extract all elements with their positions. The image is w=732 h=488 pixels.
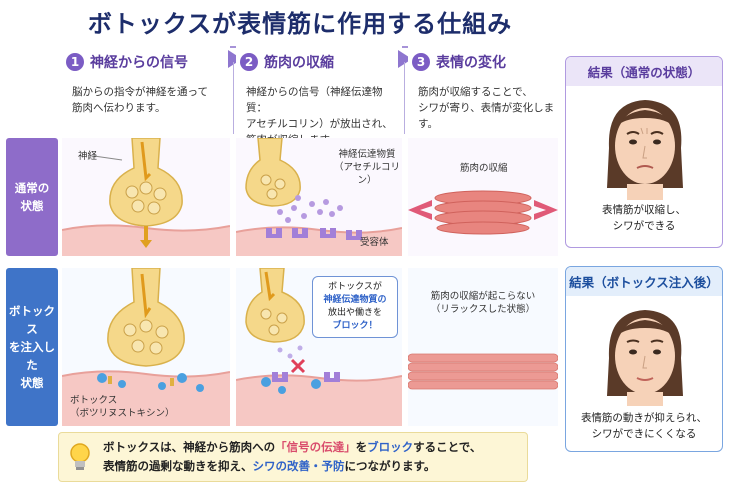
panel-botox-signal: ボトックス （ボツリヌストキシン）: [62, 268, 230, 426]
step-1-desc-2: 筋肉へ伝わります。: [72, 102, 166, 114]
label-receptor: 受容体: [360, 237, 389, 248]
botox-nerve-illustration: [62, 268, 230, 426]
frowning-face-illustration: [606, 100, 683, 200]
callout-line: ボトックスが: [328, 282, 382, 292]
nerve-terminal-illustration: [62, 138, 230, 256]
step-2-number: 2: [240, 53, 258, 71]
summary-text: 表情筋の過剰な動きを抑え、: [103, 459, 253, 473]
result-normal-card: 結果（通常の状態） 表情筋が収縮し、シワができる: [565, 56, 723, 248]
result-botox-card: 結果（ボトックス注入後） 表情筋の動きが抑えられ、シワができにくくなる: [565, 266, 723, 452]
step-3-number: 3: [412, 53, 430, 71]
label-transmitter-line: 神経伝達物質: [338, 149, 396, 160]
label-no-contract: 筋肉の収縮が起こらない （リラックスした状態）: [418, 290, 548, 316]
label-nerve: 神経: [78, 151, 98, 162]
step-1: 1 神経からの信号 脳からの指令が神経を通って筋肉へ伝わります。: [62, 46, 230, 134]
callout-line: 放出や働きを: [327, 308, 382, 318]
summary-text: ボトックスは、神経から筋肉への: [103, 440, 276, 454]
row-label-normal-line: 通常の: [14, 181, 50, 195]
relaxed-muscle-illustration: [408, 353, 558, 390]
result-normal-caption-2: シワができる: [612, 220, 676, 232]
step-1-title: 神経からの信号: [90, 55, 188, 71]
step-3-desc: 筋肉が収縮することで、: [418, 86, 533, 98]
result-botox-caption: 表情筋の動きが抑えられ、: [580, 412, 708, 424]
step-2-title: 筋肉の収縮: [264, 55, 334, 71]
row-label-botox-line: を注入した: [9, 340, 55, 372]
step-1-number: 1: [66, 53, 84, 71]
row-label-botox-line: 状態: [20, 376, 44, 390]
label-botox-line: ボトックス: [70, 395, 118, 406]
relaxed-face-illustration: [606, 310, 683, 406]
row-label-botox-line: ボトックス: [9, 304, 55, 336]
summary-text: につながります。: [344, 459, 436, 473]
result-normal-title: 結果（通常の状態）: [566, 57, 722, 86]
step-2-desc: 神経からの信号（神経伝達物質：: [246, 86, 383, 114]
result-botox-title: 結果（ボトックス注入後）: [566, 267, 722, 296]
panel-botox-muscle: 筋肉の収縮が起こらない （リラックスした状態）: [408, 268, 558, 426]
panel-normal-release: 神経伝達物質 （アセチルコリン） 受容体: [236, 138, 402, 256]
summary-box: ボトックスは、神経から筋肉への「信号の伝達」をブロックすることで、 表情筋の過剰…: [58, 432, 528, 482]
botox-block-illustration: [236, 268, 402, 426]
step-divider: [233, 62, 234, 134]
summary-text: することで、: [413, 440, 482, 454]
label-no-contract-line: （リラックスした状態）: [430, 304, 536, 315]
step-3-title: 表情の変化: [436, 55, 506, 71]
step-3-desc-2: シワが寄り、表情が変化します。: [418, 102, 555, 130]
row-label-botox: ボトックスを注入した状態: [6, 268, 58, 426]
summary-highlight-block: ブロック: [367, 440, 414, 454]
contracted-muscle-illustration: [408, 190, 558, 235]
summary-text: を: [355, 440, 368, 454]
step-1-desc: 脳からの指令が神経を通って: [72, 86, 208, 98]
summary-highlight-signal: 「信号の伝達」: [275, 440, 356, 454]
label-muscle-contract: 筋肉の収縮: [460, 163, 508, 174]
lightbulb-icon: [70, 443, 90, 470]
step-divider: [404, 62, 405, 134]
result-botox-caption-2: シワができにくくなる: [591, 428, 697, 440]
label-transmitter: 神経伝達物質 （アセチルコリン）: [332, 148, 402, 187]
label-no-contract-line: 筋肉の収縮が起こらない: [430, 291, 536, 302]
callout-highlight: 神経伝達物質の: [323, 295, 387, 305]
label-botox-line: （ボツリヌストキシン）: [70, 408, 175, 419]
label-transmitter-line: （アセチルコリン）: [333, 162, 401, 186]
step-3: 3 表情の変化 筋肉が収縮することで、シワが寄り、表情が変化します。: [408, 46, 558, 134]
page-title: ボトックスが表情筋に作用する仕組み: [87, 10, 513, 38]
callout-highlight: ブロック！: [332, 321, 378, 331]
step-2-desc-2: アセチルコリン）が放出され、: [246, 118, 393, 130]
label-botox: ボトックス （ボツリヌストキシン）: [70, 394, 175, 420]
row-label-normal-line: 状態: [20, 199, 44, 213]
result-normal-caption: 表情筋が収縮し、: [602, 204, 686, 216]
transmitter-release-illustration: [236, 138, 402, 256]
panel-normal-muscle: 筋肉の収縮: [408, 138, 558, 256]
row-label-normal: 通常の状態: [6, 138, 58, 256]
summary-highlight-wrinkle: シワの改善・予防: [252, 459, 345, 473]
panel-normal-signal: 神経: [62, 138, 230, 256]
botox-block-callout: ボトックスが 神経伝達物質の 放出や働きを ブロック！: [312, 276, 398, 338]
